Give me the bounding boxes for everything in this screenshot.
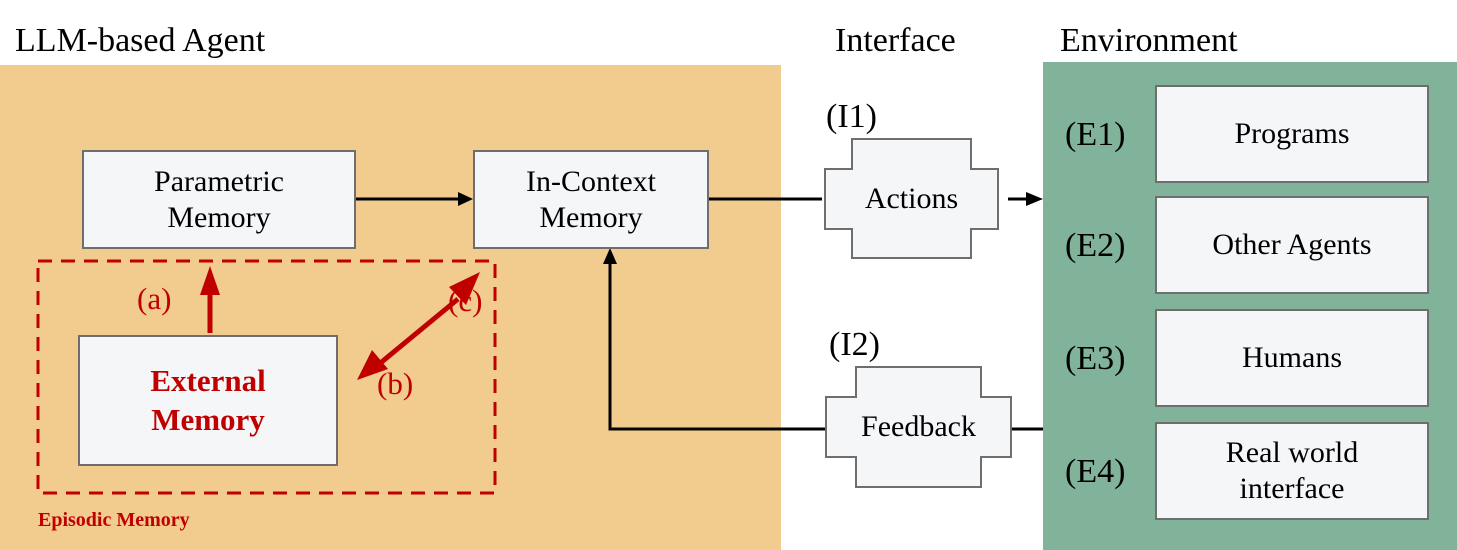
parametric-to-incontext-arrowhead — [458, 192, 473, 206]
env-item-id-programs: (E1) — [1065, 116, 1126, 153]
edge-label-c: (c) — [448, 283, 483, 318]
episodic-memory-label: Episodic Memory — [38, 509, 190, 531]
agent-section-title: LLM-based Agent — [15, 22, 266, 59]
env-item-other-agents: Other Agents — [1155, 196, 1429, 294]
env-item-id-real-world: (E4) — [1065, 453, 1126, 490]
env-item-id-other-agents: (E2) — [1065, 227, 1126, 264]
feedback-shape — [825, 366, 1012, 488]
external-memory-box: External Memory — [78, 335, 338, 466]
interface-feedback-label: Feedback — [861, 410, 976, 443]
interface-section-title: Interface — [835, 22, 956, 59]
interface-actions-id: (I1) — [826, 98, 877, 135]
env-item-programs: Programs — [1155, 85, 1429, 183]
env-item-humans: Humans — [1155, 309, 1429, 407]
feedback-to-incontext-arrowhead — [603, 248, 617, 264]
actions-to-environment-arrowhead — [1026, 192, 1043, 206]
arrow-b-head — [357, 350, 388, 380]
arrow-a-head — [200, 266, 220, 295]
edge-label-a: (a) — [137, 281, 172, 316]
edge-label-b: (b) — [377, 366, 414, 401]
env-item-real-world-interface: Real world interface — [1155, 422, 1429, 520]
interface-feedback-id: (I2) — [829, 326, 880, 363]
external-memory-label: External Memory — [150, 362, 266, 437]
arrow-c-head — [449, 272, 480, 305]
env-item-id-humans: (E3) — [1065, 340, 1126, 377]
interface-actions-label: Actions — [864, 182, 959, 215]
parametric-memory-box: Parametric Memory — [82, 150, 356, 249]
feedback-to-incontext-line — [608, 262, 825, 431]
arrow-bc-line — [376, 297, 460, 367]
in-context-memory-box: In-Context Memory — [473, 150, 709, 249]
actions-shape — [824, 138, 999, 259]
environment-section-title: Environment — [1060, 22, 1238, 59]
agent-panel — [0, 65, 781, 550]
